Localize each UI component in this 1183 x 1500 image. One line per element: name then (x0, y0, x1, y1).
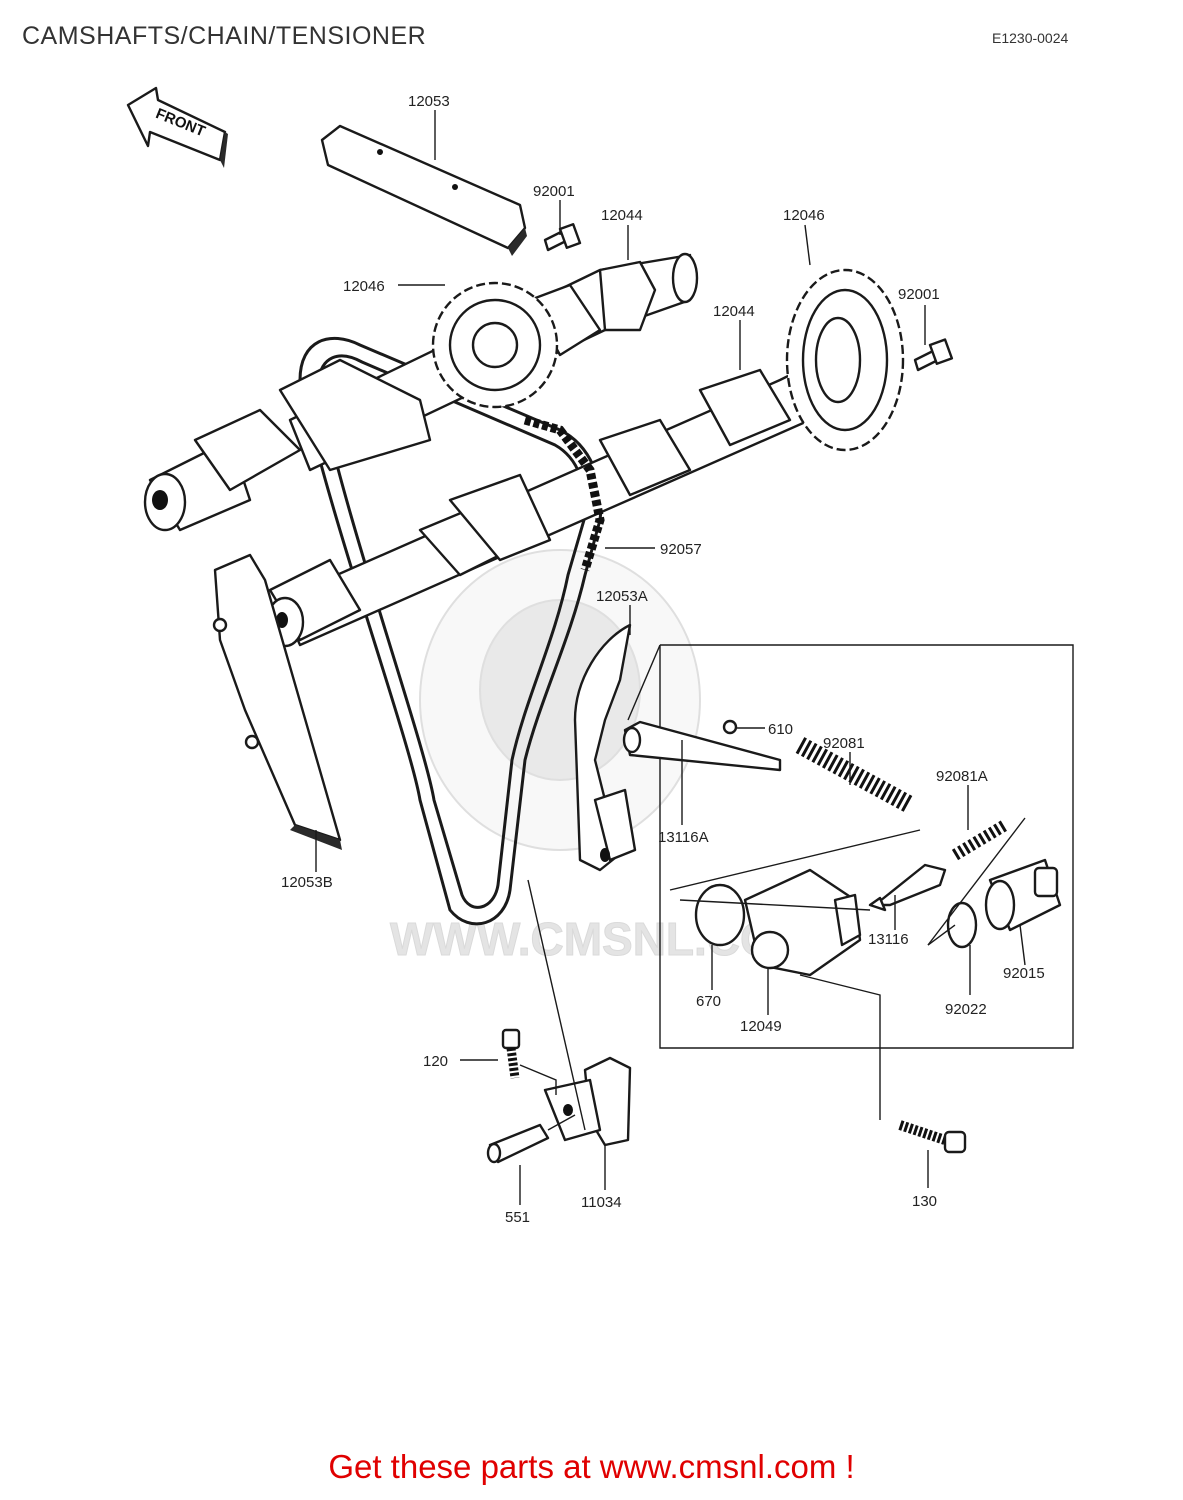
front-arrow-icon: FRONT (126, 86, 228, 168)
part-labels: 12053 92001 12044 12046 12046 12044 9200… (281, 93, 1045, 1226)
part-label: 92001 (898, 286, 940, 303)
sprocket-left (431, 281, 559, 409)
part-label: 12053 (408, 93, 450, 110)
tensioner-guide (573, 623, 637, 872)
part-label: 12053B (281, 874, 333, 891)
pin-551 (486, 1114, 576, 1164)
rod-13116 (868, 863, 947, 912)
part-label: 551 (505, 1209, 530, 1226)
bolt-92001-right (913, 338, 954, 372)
part-label: 12044 (601, 207, 643, 224)
part-label: 12046 (783, 207, 825, 224)
spring-large (795, 737, 915, 813)
bolt-92001-left (543, 223, 582, 252)
part-label: 130 (912, 1193, 937, 1210)
part-label: 92001 (533, 183, 575, 200)
part-label: 92081A (936, 768, 988, 785)
part-label: 12053A (596, 588, 648, 605)
part-label: 92081 (823, 735, 865, 752)
tensioner-body (743, 868, 862, 977)
part-label: 92022 (945, 1001, 987, 1018)
part-label: 13116 (868, 931, 909, 948)
chain-links (523, 415, 605, 572)
part-label: 12046 (343, 278, 385, 295)
cap-92015 (984, 858, 1062, 932)
bolt-120 (501, 1028, 557, 1095)
page-title: CAMSHAFTS/CHAIN/TENSIONER (22, 22, 427, 50)
part-label: 11034 (581, 1194, 622, 1211)
camshaft-lower (265, 368, 812, 648)
push-rod (622, 720, 782, 772)
part-label: 12049 (740, 1018, 782, 1035)
pin-610 (722, 719, 738, 735)
washer-92022 (946, 901, 978, 949)
part-label: 610 (768, 721, 793, 738)
leader-lines (315, 110, 1026, 1205)
bracket-11034 (527, 879, 632, 1147)
spring-small (951, 819, 1009, 861)
part-label: 13116A (658, 829, 709, 846)
diagram-code: E1230-0024 (992, 30, 1069, 46)
part-label: 120 (423, 1053, 448, 1070)
part-label: 92057 (660, 541, 702, 558)
part-label: 12044 (713, 303, 755, 320)
bolt-130 (898, 1120, 967, 1154)
o-ring-670 (694, 883, 746, 947)
part-label: 670 (696, 993, 721, 1010)
chain-guide-left (212, 553, 342, 850)
explode-lines (669, 817, 1026, 1120)
tensioner-box (627, 644, 1074, 1049)
part-label: 92015 (1003, 965, 1045, 982)
chain-guide-top (320, 124, 527, 256)
sprocket-right (785, 268, 905, 452)
footer-link-text[interactable]: Get these parts at www.cmsnl.com ! (328, 1448, 855, 1485)
